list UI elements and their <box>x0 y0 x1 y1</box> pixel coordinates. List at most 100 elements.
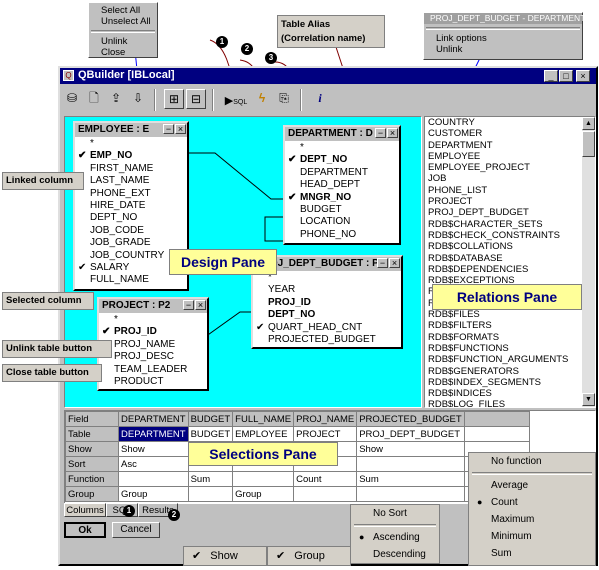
column-item[interactable]: * <box>75 138 187 150</box>
grid-cell-field[interactable]: FULL_NAME <box>232 411 295 427</box>
view-design-icon[interactable]: ⊞ <box>164 89 184 109</box>
table-header[interactable]: PROJECT : P2 <box>99 299 207 313</box>
column-item[interactable]: ✔PROJ_ID <box>99 326 207 338</box>
menu-item[interactable]: Average <box>469 477 595 494</box>
menu-item-unselect-all[interactable]: Unselect All <box>101 16 151 27</box>
open-database-icon[interactable]: ⛁ <box>66 91 78 105</box>
column-item[interactable]: ✔EMP_NO <box>75 150 187 162</box>
column-item[interactable]: PHONE_EXT <box>75 188 187 200</box>
close-table-button[interactable]: × <box>195 300 206 310</box>
table-header[interactable]: DEPARTMENT : D <box>285 127 399 141</box>
column-item[interactable]: ✔SALARY <box>75 262 187 274</box>
grid-cell-group[interactable] <box>356 486 465 502</box>
relation-item[interactable]: RDB$DATABASE <box>428 252 503 264</box>
column-item[interactable]: FULL_NAME <box>75 274 187 286</box>
column-item[interactable]: DEPARTMENT <box>285 167 399 179</box>
table-header[interactable]: EMPLOYEE : E <box>75 123 187 137</box>
relation-item[interactable]: RDB$INDICES <box>428 388 492 400</box>
relation-item[interactable]: RDB$FUNCTIONS <box>428 342 509 354</box>
column-item[interactable]: BUDGET <box>285 204 399 216</box>
check-icon[interactable]: ✔ <box>78 150 87 162</box>
column-item[interactable]: LOCATION <box>285 216 399 228</box>
grid-cell-function[interactable]: Sum <box>356 471 465 487</box>
grid-cell-group[interactable] <box>187 486 234 502</box>
column-item[interactable]: PRODUCT <box>99 376 207 388</box>
relation-item[interactable]: RDB$FUNCTION_ARGUMENTS <box>428 354 569 366</box>
relation-item[interactable]: EMPLOYEE <box>428 150 481 162</box>
relation-item[interactable]: EMPLOYEE_PROJECT <box>428 162 530 174</box>
scroll-thumb[interactable] <box>582 131 595 157</box>
grid-cell-function[interactable]: Sum <box>187 471 234 487</box>
grid-cell-table[interactable]: PROJECT <box>293 426 358 442</box>
check-icon[interactable]: ✔ <box>288 154 297 166</box>
grid-cell-field[interactable]: BUDGET <box>187 411 234 427</box>
column-item[interactable]: ✔DEPT_NO <box>285 154 399 166</box>
column-item[interactable]: * <box>99 314 207 326</box>
relations-scrollbar[interactable]: ▲ ▼ <box>582 117 595 407</box>
close-table-button[interactable]: × <box>175 124 186 134</box>
grid-cell-show[interactable]: Show <box>356 441 465 457</box>
grid-cell-group[interactable]: Group <box>118 486 189 502</box>
menu-item[interactable]: No function <box>469 453 595 470</box>
menu-item[interactable]: Minimum <box>469 528 595 545</box>
relation-item[interactable]: COUNTRY <box>428 117 475 128</box>
join-pdb-dept[interactable] <box>264 216 287 242</box>
column-item[interactable]: ✔MNGR_NO <box>285 192 399 204</box>
tab-columns[interactable]: Columns <box>64 503 106 517</box>
unlink-table-button[interactable]: − <box>163 124 174 134</box>
relation-item[interactable]: JOB <box>428 173 447 185</box>
check-icon[interactable]: ✔ <box>256 321 265 333</box>
save-query-icon[interactable]: ⇩ <box>132 91 144 105</box>
grid-cell-sort[interactable]: Asc <box>118 456 189 472</box>
unlink-table-button[interactable]: − <box>375 128 386 138</box>
table-header[interactable]: PROJ_DEPT_BUDGET : P3 <box>253 257 401 271</box>
menu-item[interactable]: No Sort <box>351 505 439 522</box>
column-item[interactable]: ✔QUART_HEAD_CNT <box>253 322 401 334</box>
grid-cell-field[interactable]: PROJECTED_BUDGET <box>356 411 465 427</box>
relation-item[interactable]: RDB$FORMATS <box>428 331 500 343</box>
check-icon[interactable]: ✔ <box>102 326 111 338</box>
close-table-button[interactable]: × <box>389 258 400 268</box>
grid-cell-sort[interactable] <box>356 456 465 472</box>
relation-item[interactable]: PHONE_LIST <box>428 184 488 196</box>
scroll-up-icon[interactable]: ▲ <box>582 117 595 130</box>
relation-item[interactable]: RDB$COLLATIONS <box>428 241 513 253</box>
relation-item[interactable]: PROJECT <box>428 196 473 208</box>
column-item[interactable]: DEPT_NO <box>253 309 401 321</box>
grid-cell-function[interactable] <box>232 471 295 487</box>
menu-item-unlink[interactable]: Unlink <box>101 36 128 47</box>
relation-item[interactable]: RDB$EXCEPTIONS <box>428 275 515 287</box>
grid-cell-table[interactable]: PROJ_DEPT_BUDGET <box>356 426 465 442</box>
relation-item[interactable]: RDB$FILTERS <box>428 320 492 332</box>
menu-item-select-all[interactable]: Select All <box>101 5 141 16</box>
scroll-down-icon[interactable]: ▼ <box>582 393 595 406</box>
column-item[interactable]: DEPT_NO <box>75 212 187 224</box>
grid-cell-table[interactable]: BUDGET <box>187 426 234 442</box>
grid-cell-show[interactable]: Show <box>118 441 189 457</box>
grid-cell-function[interactable]: Count <box>293 471 358 487</box>
column-item[interactable]: TEAM_LEADER <box>99 364 207 376</box>
close-table-button[interactable]: × <box>387 128 398 138</box>
grid-cell-empty[interactable] <box>463 411 530 427</box>
relation-item[interactable]: CUSTOMER <box>428 128 483 140</box>
execute-icon[interactable]: ϟ <box>258 91 266 105</box>
column-item[interactable]: PHONE_NO <box>285 229 399 241</box>
relation-item[interactable]: RDB$INDEX_SEGMENTS <box>428 376 541 388</box>
column-item[interactable]: PROJ_DESC <box>99 351 207 363</box>
relation-item[interactable]: PROJ_DEPT_BUDGET <box>428 207 529 219</box>
column-item[interactable]: PROJ_ID <box>253 297 401 309</box>
column-item[interactable]: YEAR <box>253 284 401 296</box>
column-item[interactable]: * <box>253 272 401 284</box>
column-item[interactable]: FIRST_NAME <box>75 163 187 175</box>
maximize-button[interactable]: □ <box>559 70 573 82</box>
relation-item[interactable]: RDB$DEPENDENCIES <box>428 263 529 275</box>
column-item[interactable]: JOB_COUNTRY <box>75 250 187 262</box>
cancel-button[interactable]: Cancel <box>112 522 160 538</box>
relation-item[interactable]: RDB$GENERATORS <box>428 365 519 377</box>
check-icon[interactable]: ✔ <box>78 261 87 273</box>
column-item[interactable]: LAST_NAME <box>75 175 187 187</box>
results-icon[interactable]: ⎘ <box>279 91 289 105</box>
